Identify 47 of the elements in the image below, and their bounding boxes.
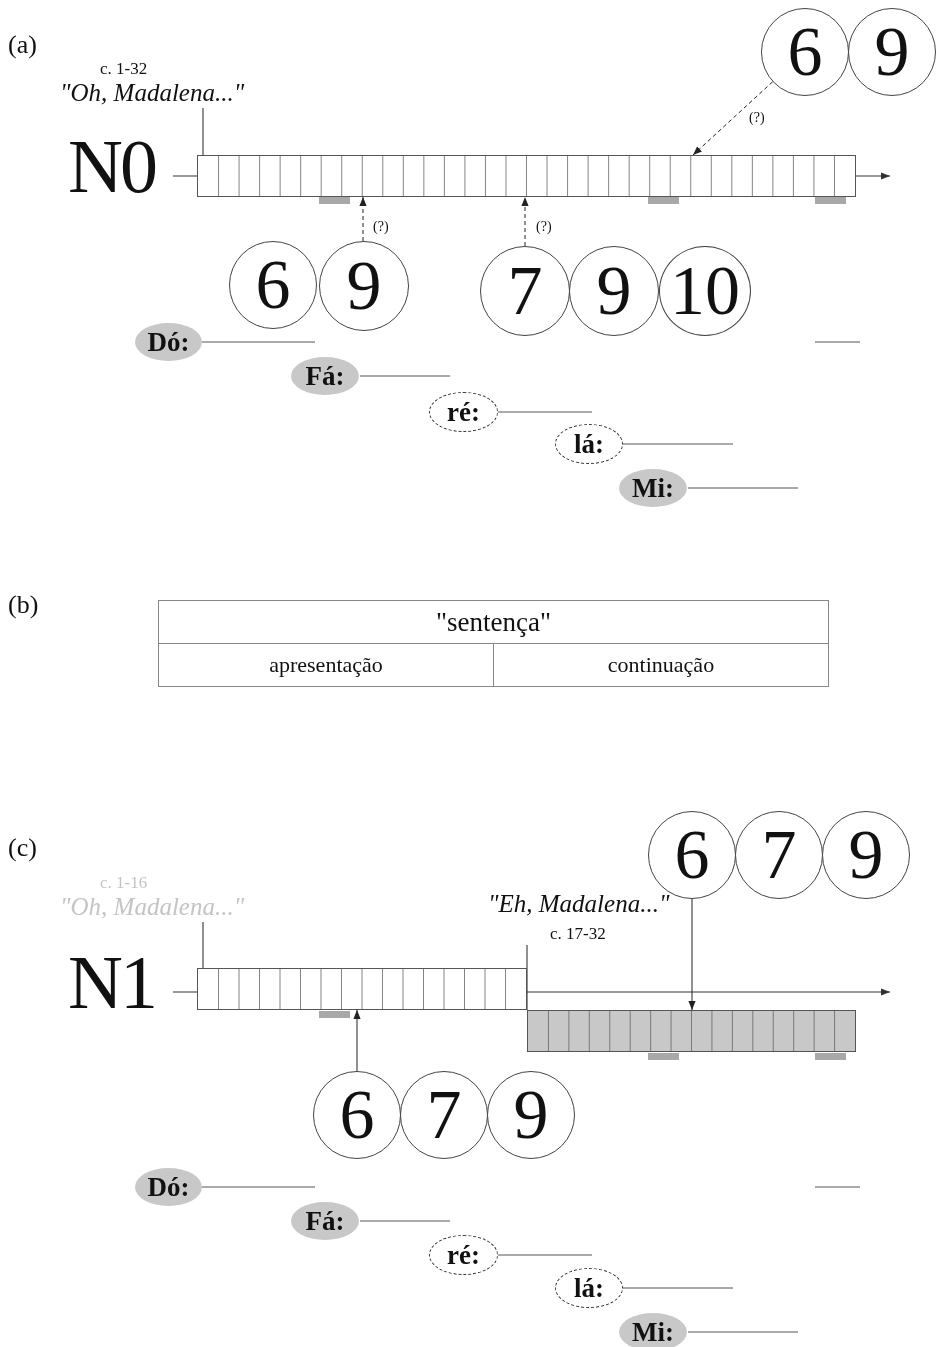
number-circle: 9 (848, 8, 936, 96)
number-circle: 9 (822, 811, 910, 899)
row-label: N1 (68, 944, 155, 1020)
number-circle: 7 (400, 1071, 488, 1159)
panel-label: (b) (8, 592, 39, 618)
number-circle: 9 (319, 241, 409, 331)
quote-text: "Oh, Madalena..." (60, 80, 245, 105)
key-ellipse: ré: (429, 392, 498, 432)
measure-range: c. 17-32 (550, 925, 606, 942)
key-ellipse: Fá: (291, 1202, 359, 1240)
number-circle: 7 (480, 246, 570, 336)
table-cell: apresentação (158, 643, 494, 687)
arrow (359, 196, 367, 242)
leader-line (202, 921, 204, 969)
arrow (692, 81, 774, 156)
edge-label: (?) (748, 110, 766, 126)
edge-label: (?) (372, 219, 390, 235)
table-cell: continuação (493, 643, 829, 687)
number-circle: 6 (229, 241, 317, 329)
measure-range: c. 1-16 (100, 874, 148, 891)
arrow (688, 898, 696, 1011)
leader-line (202, 107, 204, 156)
arrow (353, 1009, 361, 1072)
number-circle: 6 (313, 1071, 401, 1159)
number-circle: 6 (761, 8, 849, 96)
table-cell: "sentença" (158, 600, 829, 644)
key-ellipse: lá: (555, 424, 623, 464)
key-ellipse: Dó: (135, 1168, 202, 1206)
arrow (521, 196, 529, 247)
key-ellipse: Dó: (135, 323, 202, 361)
row-label: N0 (68, 128, 155, 204)
measure-bar (527, 1010, 856, 1052)
quote-text: "Oh, Madalena..." (60, 894, 245, 919)
measure-bar (197, 968, 527, 1010)
number-circle: 9 (487, 1071, 575, 1159)
number-circle: 10 (659, 246, 751, 336)
measure-range: c. 1-32 (100, 60, 148, 77)
key-ellipse: Fá: (291, 357, 359, 395)
number-circle: 7 (735, 811, 823, 899)
key-ellipse: lá: (555, 1268, 623, 1308)
key-ellipse: Mi: (619, 1313, 687, 1347)
panel-label: (c) (8, 835, 37, 861)
key-ellipse: ré: (429, 1235, 498, 1275)
key-ellipse: Mi: (619, 469, 687, 507)
number-circle: 9 (569, 246, 659, 336)
edge-label: (?) (535, 219, 553, 235)
panel-label: (a) (8, 32, 37, 58)
